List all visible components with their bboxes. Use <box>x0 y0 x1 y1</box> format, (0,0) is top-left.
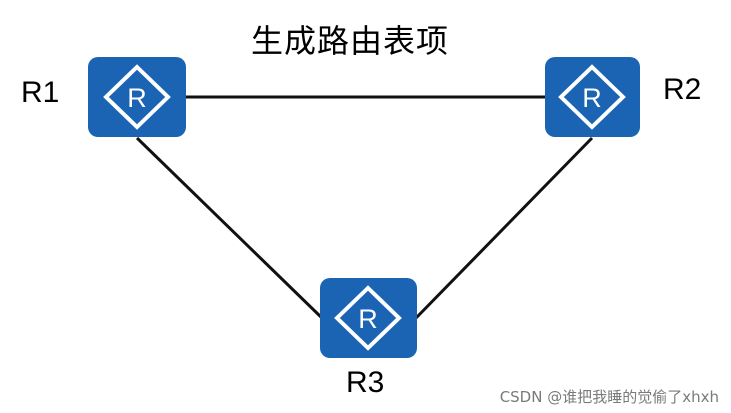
router-r1: R <box>88 57 186 137</box>
router-label-r2: R2 <box>663 73 702 106</box>
router-r3: R <box>320 278 417 358</box>
router-icon-letter: R <box>358 304 378 334</box>
link-r1-r3 <box>135 136 324 320</box>
router-icon-letter: R <box>582 83 602 113</box>
router-label-r1: R1 <box>21 76 60 109</box>
router-label-r3: R3 <box>346 366 385 399</box>
router-icon-box <box>320 278 417 358</box>
router-icon-letter: R <box>127 83 147 113</box>
router-diamond-icon <box>103 64 171 130</box>
watermark: CSDN @谁把我睡的觉偷了xhxh <box>499 388 719 406</box>
router-diamond-icon <box>334 285 402 351</box>
router-icon-box <box>545 57 640 137</box>
diagram-title: 生成路由表项 <box>250 22 449 60</box>
link-r2-r3 <box>414 136 594 320</box>
router-diamond-icon <box>558 64 626 130</box>
router-r2: R <box>545 57 640 137</box>
router-icon-box <box>88 57 186 137</box>
